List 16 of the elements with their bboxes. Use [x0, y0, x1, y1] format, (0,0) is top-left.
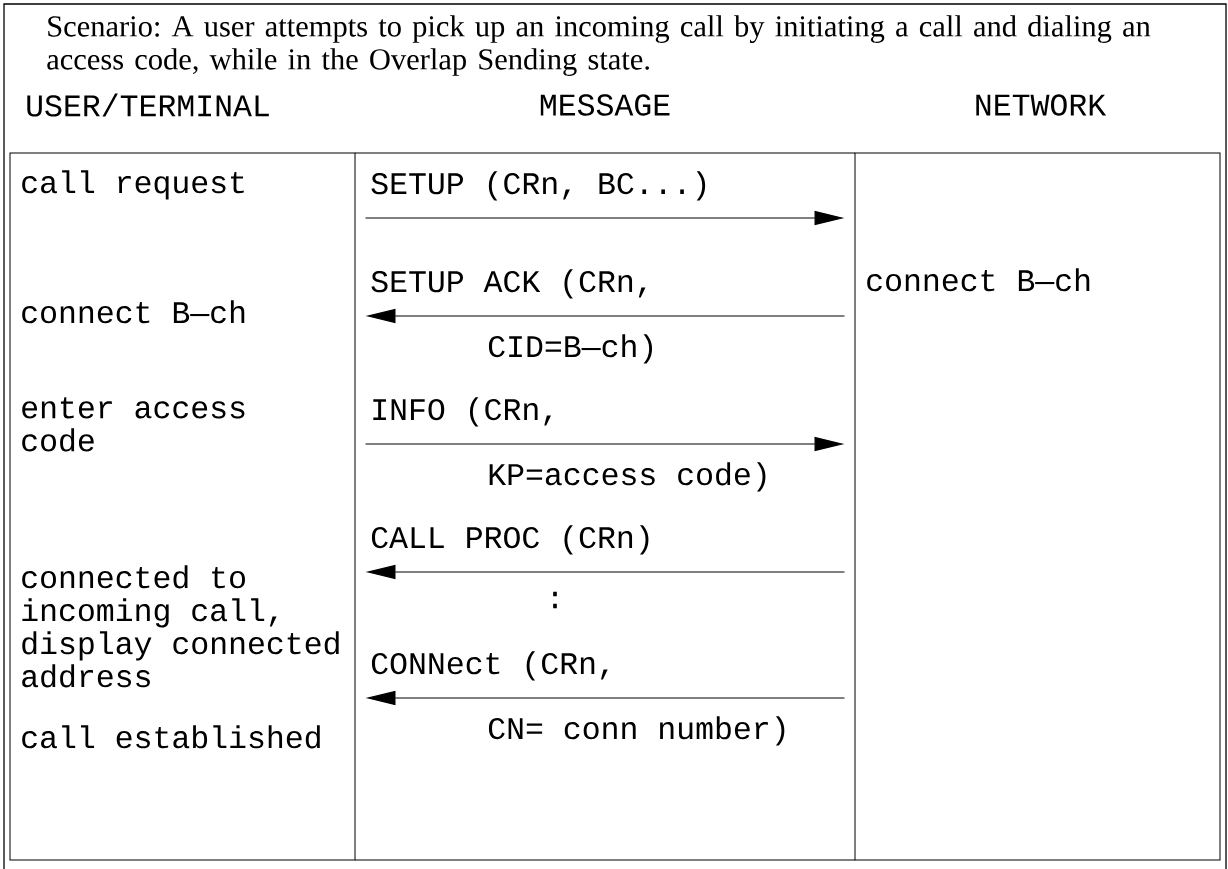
- cell-text: connect B—ch: [22, 300, 245, 324]
- cell-text: enter access code: [22, 397, 245, 452]
- cell-text: call request: [22, 170, 244, 200]
- edge-label: CONNect (CRn, CN= conn number): [371, 651, 785, 746]
- edge-label: SETUP ACK (CRn, CID=B—ch): [371, 269, 652, 364]
- ellipsis-mark: :: [553, 591, 557, 609]
- edge-label: SETUP (CRn, BC...): [371, 171, 706, 201]
- column-heading: NETWORK: [976, 94, 1107, 116]
- cell-text: call established: [22, 725, 320, 749]
- column-heading: USER/TERMINAL: [27, 93, 269, 117]
- scenario-text: Scenario: A user attempts to pick up an incoming call by initiating a call and dialing an access code, while in the Overlap Sending state.: [47, 15, 1151, 76]
- edge-label: INFO (CRn, KP=access code): [373, 397, 766, 492]
- cell-text: connected to incoming call, display connected address: [22, 565, 339, 688]
- column-heading: MESSAGE: [540, 94, 670, 116]
- cell-text: connect B—ch: [867, 268, 1090, 292]
- edge-label: CALL PROC (CRn): [371, 525, 649, 555]
